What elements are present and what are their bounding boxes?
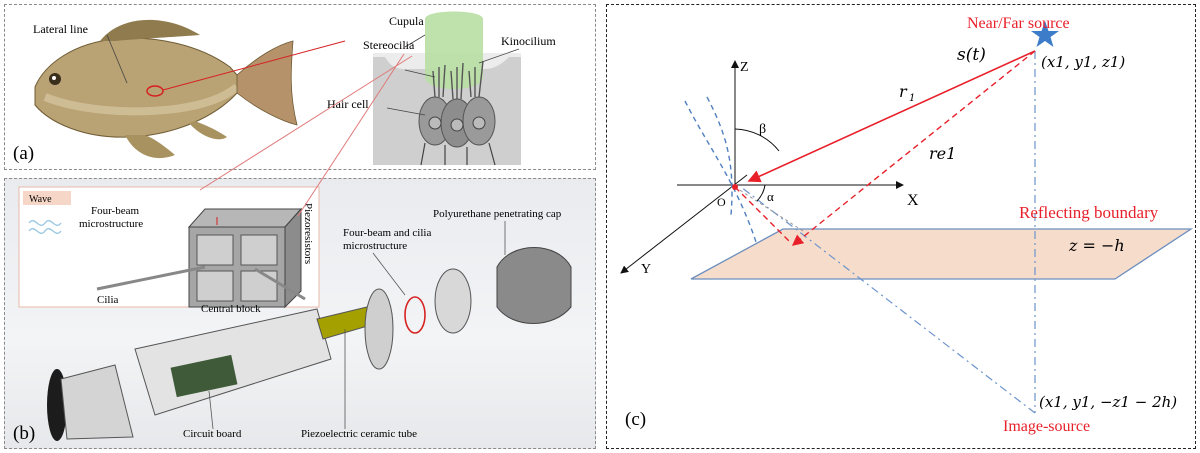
source-geometry-diagram: Near/Far source s(t) (x1, y1, z1) r 1 re…: [620, 15, 1194, 435]
directivity-curve-2: [706, 96, 733, 216]
four-beam-cube: [96, 207, 306, 309]
four-beam-label: Four-beam: [91, 205, 139, 217]
beta-arc: [734, 128, 780, 152]
alpha-arc: [756, 184, 766, 202]
origin-label: O: [717, 195, 726, 209]
panel-b-letter: (b): [13, 423, 35, 444]
star-source-icon: [1031, 21, 1059, 47]
boundary-equation: z = −h: [1068, 236, 1125, 255]
stereocilia-label: Stereocilia: [363, 38, 415, 52]
sensor-assembly: [47, 247, 572, 441]
kinocilium-label: Kinocilium: [501, 34, 556, 48]
reflected-ray: [734, 186, 792, 244]
re1-vector: [791, 50, 1036, 246]
piezo-tube-label: Piezoelectric ceramic tube: [301, 428, 417, 440]
hair-cell-label: Hair cell: [327, 97, 369, 111]
microstructure-label: microstructure: [79, 218, 143, 230]
panel-a: Lateral line Cupula Stereocilia Kinocili…: [4, 4, 596, 170]
signal-label: s(t): [957, 45, 986, 65]
r1-label: r: [899, 82, 908, 101]
cilia-label: Cilia: [97, 294, 119, 306]
y-axis-label: Y: [641, 262, 651, 277]
r1-subscript: 1: [909, 93, 915, 104]
panel-a-illustration: Lateral line Cupula Stereocilia Kinocili…: [13, 11, 556, 166]
cupula-label: Cupula: [389, 14, 424, 28]
wave-tag: [23, 191, 71, 205]
four-beam-cilia-label-1: Four-beam and cilia: [343, 227, 431, 239]
panel-a-letter: (a): [13, 143, 34, 164]
z-axis-label: Z: [740, 60, 749, 75]
wave-icon: [28, 220, 62, 234]
image-source-coords: (x1, y1, −z1 − 2h): [1039, 393, 1177, 411]
directivity-curve-1: [684, 100, 758, 246]
panel-c: Near/Far source s(t) (x1, y1, z1) r 1 re…: [606, 4, 1196, 449]
reflecting-boundary-label: Reflecting boundary: [1019, 203, 1159, 222]
panel-b-illustration: Wave Four-beam microstructure Cilia Cent…: [13, 186, 572, 444]
panel-b: Wave Four-beam microstructure Cilia Cent…: [4, 178, 596, 449]
y-axis: [620, 174, 748, 274]
wave-label: Wave: [29, 194, 52, 205]
circuit-board-label: Circuit board: [183, 428, 242, 440]
lateral-line-label: Lateral line: [33, 22, 88, 36]
panel-c-letter: (c): [625, 409, 646, 430]
source-coords: (x1, y1, z1): [1041, 53, 1125, 71]
source-title: Near/Far source: [967, 15, 1070, 32]
reflecting-plane: [690, 228, 1194, 280]
fish-image: [34, 19, 346, 159]
image-source-label: Image-source: [1003, 418, 1090, 435]
image-source-line: [740, 186, 1036, 414]
polyurethane-cap-label: Polyurethane penetrating cap: [433, 208, 562, 220]
circuit-board-chip: [170, 354, 238, 398]
beta-label: β: [759, 122, 766, 137]
origin-point: [732, 184, 738, 190]
piezoresistors-label: Piezoresistors: [302, 203, 314, 264]
r1-vector: [747, 50, 1036, 183]
four-beam-cilia-label-2: microstructure: [343, 240, 407, 252]
central-block-label: Central block: [201, 303, 261, 315]
re1-label: re1: [929, 144, 956, 163]
alpha-label: α: [767, 189, 774, 204]
x-axis-label: X: [907, 192, 919, 209]
neuromast-diagram: [373, 11, 521, 166]
